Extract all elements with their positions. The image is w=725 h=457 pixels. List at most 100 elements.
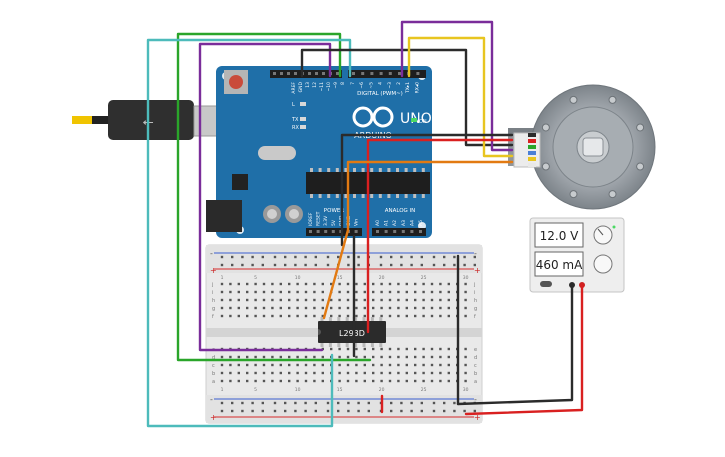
breadboard-hole[interactable] (237, 306, 240, 310)
breadboard-hole[interactable] (296, 306, 299, 310)
breadboard-hole[interactable] (447, 355, 450, 359)
breadboard-hole[interactable] (246, 355, 249, 359)
breadboard-hole[interactable] (414, 379, 417, 383)
breadboard-hole[interactable] (388, 379, 392, 383)
breadboard-hole[interactable] (288, 282, 291, 286)
rail-hole[interactable] (304, 401, 307, 405)
breadboard-hole[interactable] (279, 282, 282, 286)
header-hole[interactable] (416, 72, 420, 75)
breadboard-hole[interactable] (271, 371, 274, 375)
breadboard-hole[interactable] (464, 298, 467, 302)
breadboard-hole[interactable] (430, 290, 434, 294)
breadboard-hole[interactable] (220, 298, 224, 302)
breadboard-hole[interactable] (363, 306, 366, 310)
breadboard-hole[interactable] (355, 298, 358, 302)
breadboard-hole[interactable] (372, 282, 375, 286)
breadboard-hole[interactable] (447, 363, 450, 367)
breadboard-hole[interactable] (372, 298, 375, 302)
breadboard-hole[interactable] (237, 290, 240, 294)
breadboard-hole[interactable] (229, 306, 232, 310)
breadboard-hole[interactable] (271, 290, 274, 294)
breadboard-hole[interactable] (229, 314, 232, 318)
breadboard-hole[interactable] (380, 379, 383, 383)
breadboard-hole[interactable] (447, 347, 450, 351)
header-hole[interactable] (388, 72, 392, 75)
breadboard-hole[interactable] (414, 282, 417, 286)
breadboard-hole[interactable] (330, 282, 333, 286)
breadboard-hole[interactable] (313, 290, 316, 294)
breadboard-hole[interactable] (296, 363, 299, 367)
rail-hole[interactable] (294, 255, 297, 259)
rail-hole[interactable] (443, 263, 446, 267)
breadboard-hole[interactable] (279, 290, 282, 294)
rail-hole[interactable] (261, 401, 264, 405)
rail-hole[interactable] (390, 263, 393, 267)
rail-hole[interactable] (326, 401, 330, 405)
header-hole[interactable] (361, 72, 365, 75)
header-hole[interactable] (352, 72, 355, 75)
dc-gear-motor[interactable] (508, 84, 656, 210)
breadboard-hole[interactable] (405, 347, 408, 351)
breadboard-hole[interactable] (279, 355, 282, 359)
rail-hole[interactable] (231, 255, 234, 259)
breadboard-hole[interactable] (229, 363, 232, 367)
rail-hole[interactable] (294, 401, 297, 405)
header-hole[interactable] (336, 72, 339, 75)
breadboard-hole[interactable] (355, 306, 358, 310)
rail-hole[interactable] (390, 409, 393, 413)
breadboard-hole[interactable] (447, 371, 450, 375)
rail-hole[interactable] (357, 409, 360, 413)
breadboard-hole[interactable] (422, 363, 425, 367)
breadboard-hole[interactable] (346, 347, 350, 351)
rail-hole[interactable] (420, 255, 423, 259)
breadboard-hole[interactable] (405, 314, 408, 318)
rail-hole[interactable] (314, 255, 317, 259)
header-hole[interactable] (398, 72, 401, 75)
breadboard-hole[interactable] (372, 306, 375, 310)
header-hole[interactable] (322, 72, 325, 75)
breadboard-hole[interactable] (397, 314, 400, 318)
breadboard-hole[interactable] (321, 363, 324, 367)
breadboard-hole[interactable] (271, 363, 274, 367)
breadboard-hole[interactable] (321, 355, 324, 359)
rail-hole[interactable] (400, 401, 403, 405)
rail-hole[interactable] (410, 401, 413, 405)
rail-hole[interactable] (326, 255, 330, 259)
header-hole[interactable] (294, 72, 297, 75)
breadboard-hole[interactable] (405, 282, 408, 286)
breadboard-hole[interactable] (246, 314, 249, 318)
rail-hole[interactable] (231, 401, 234, 405)
breadboard-hole[interactable] (363, 314, 366, 318)
rail-hole[interactable] (261, 409, 264, 413)
breadboard-hole[interactable] (430, 282, 434, 286)
breadboard-hole[interactable] (246, 379, 249, 383)
breadboard-hole[interactable] (363, 298, 366, 302)
breadboard-hole[interactable] (422, 347, 425, 351)
breadboard-hole[interactable] (220, 290, 224, 294)
breadboard-hole[interactable] (271, 282, 274, 286)
rail-hole[interactable] (241, 255, 244, 259)
rail-hole[interactable] (261, 263, 264, 267)
breadboard-hole[interactable] (296, 355, 299, 359)
header-hole[interactable] (384, 230, 388, 233)
power-jack[interactable] (206, 200, 242, 232)
breadboard-hole[interactable] (304, 314, 308, 318)
breadboard-hole[interactable] (262, 282, 266, 286)
breadboard-hole[interactable] (372, 379, 375, 383)
rail-hole[interactable] (420, 263, 423, 267)
breadboard-hole[interactable] (296, 298, 299, 302)
rail-hole[interactable] (443, 401, 446, 405)
rail-hole[interactable] (443, 409, 446, 413)
breadboard-hole[interactable] (388, 355, 392, 359)
breadboard-hole[interactable] (405, 306, 408, 310)
breadboard-hole[interactable] (372, 347, 375, 351)
breadboard-hole[interactable] (464, 347, 467, 351)
breadboard-hole[interactable] (288, 306, 291, 310)
breadboard-hole[interactable] (237, 282, 240, 286)
breadboard-hole[interactable] (355, 314, 358, 318)
breadboard-hole[interactable] (304, 363, 308, 367)
breadboard-hole[interactable] (422, 371, 425, 375)
rail-hole[interactable] (367, 401, 370, 405)
breadboard-hole[interactable] (355, 363, 358, 367)
header-hole[interactable] (419, 230, 422, 233)
